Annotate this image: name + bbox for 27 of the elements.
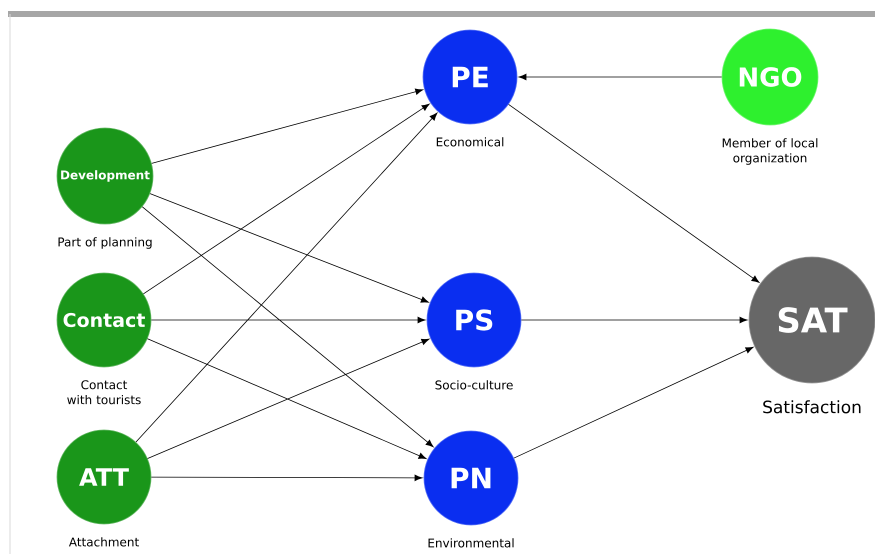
circle-node: PN [424, 430, 518, 526]
node-caption: Satisfaction [763, 400, 860, 414]
arrow [143, 104, 430, 294]
circle-node: Contact [56, 272, 152, 368]
circle-node: NGO [722, 28, 818, 126]
arrow [518, 74, 722, 80]
node-caption: Contact with tourists [67, 380, 141, 404]
arrow [142, 206, 434, 448]
circle-node: PE [422, 30, 518, 124]
circle-node: ATT [56, 430, 152, 524]
node-caption: Economical [436, 137, 504, 146]
arrow [151, 88, 424, 164]
arrow [150, 193, 429, 303]
arrow [508, 104, 760, 283]
node-caption: Socio-culture [435, 380, 513, 390]
arrow [514, 346, 754, 458]
arrow [151, 316, 426, 324]
arrow [136, 112, 438, 442]
arrow [151, 474, 422, 482]
node-caption: Attachment [68, 537, 139, 546]
circle-node: PS [426, 272, 522, 368]
circle-node: Development [56, 128, 154, 224]
node-caption: Part of planning [58, 237, 152, 249]
circle-node: SAT [748, 256, 875, 384]
arrow [521, 316, 748, 324]
node-caption: Environmental [428, 538, 514, 548]
node-caption: Member of local organization [722, 138, 818, 165]
